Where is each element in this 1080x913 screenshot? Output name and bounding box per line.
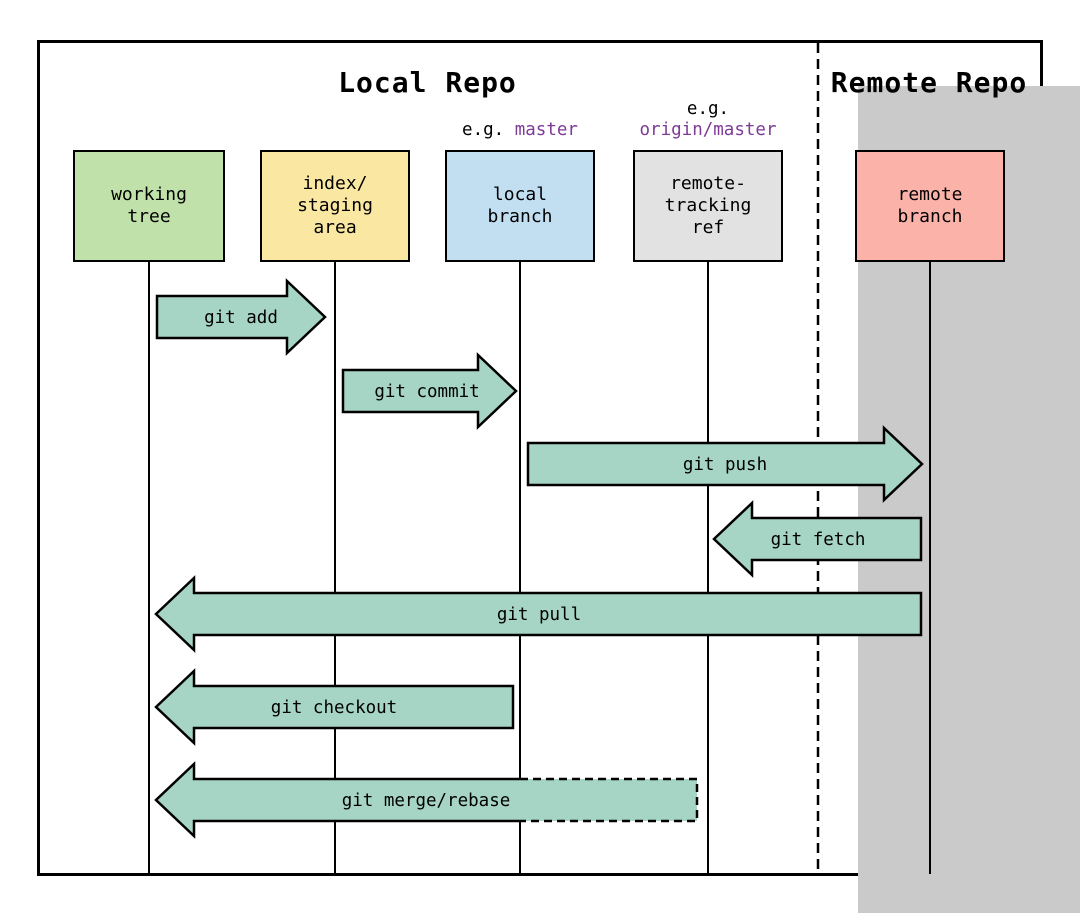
node-label-line: staging xyxy=(297,195,373,216)
node-label-line: branch xyxy=(487,206,553,227)
node-label-line: remote xyxy=(897,184,963,205)
remote-tracking-example-label: e.g. origin/master xyxy=(608,99,808,141)
node-remote-branch: remote branch xyxy=(855,150,1005,262)
arrow-git-push-shape xyxy=(526,425,924,503)
node-label-line: working xyxy=(111,184,187,205)
arrow-git-checkout-shape xyxy=(154,668,515,746)
arrow-git-add: git add xyxy=(155,278,327,356)
arrow-git-checkout-label: git checkout xyxy=(271,698,397,718)
arrow-git-commit: git commit xyxy=(341,352,518,430)
local-branch-example-label: e.g. master xyxy=(420,120,620,141)
arrow-git-fetch-label: git fetch xyxy=(771,530,866,550)
arrow-git-add-shape xyxy=(155,278,327,356)
arrow-git-fetch: git fetch xyxy=(712,500,923,578)
arrow-git-fetch-shape xyxy=(712,500,923,578)
arrow-git-add-label: git add xyxy=(204,308,278,328)
arrow-git-merge-rebase-label: git merge/rebase xyxy=(342,791,511,811)
example-prefix: e.g. xyxy=(686,99,730,119)
arrow-git-checkout: git checkout xyxy=(154,668,515,746)
node-label-line: index/ xyxy=(302,173,368,194)
example-ref-name: origin/master xyxy=(639,120,777,140)
node-remote-tracking-ref: remote- tracking ref xyxy=(633,150,783,262)
arrow-git-pull: git pull xyxy=(154,575,923,653)
node-label-line: tree xyxy=(127,206,171,227)
node-working-tree: working tree xyxy=(73,150,225,262)
arrow-git-merge-rebase-solid-outline xyxy=(154,761,520,839)
node-label-line: area xyxy=(313,217,357,238)
arrow-git-push: git push xyxy=(526,425,924,503)
node-label-line: remote- xyxy=(670,173,746,194)
arrow-git-pull-shape xyxy=(154,575,923,653)
remote-repo-title: Remote Repo xyxy=(830,66,1028,99)
node-label-line: tracking xyxy=(664,195,752,216)
arrow-git-commit-shape xyxy=(341,352,518,430)
arrow-git-merge-rebase: git merge/rebase xyxy=(154,761,699,839)
arrow-git-pull-label: git pull xyxy=(497,605,581,625)
arrow-git-merge-rebase-fill xyxy=(156,764,697,836)
node-local-branch: local branch xyxy=(445,150,595,262)
arrow-git-commit-label: git commit xyxy=(374,382,479,402)
node-label-line: ref xyxy=(691,217,725,238)
node-index-staging-area: index/ staging area xyxy=(260,150,410,262)
node-label-line: local xyxy=(492,184,548,205)
example-branch-name: master xyxy=(514,120,578,140)
example-prefix: e.g. xyxy=(462,120,515,140)
arrow-git-merge-rebase-dashed-outline xyxy=(520,777,699,823)
arrow-git-push-label: git push xyxy=(683,455,767,475)
local-repo-title: Local Repo xyxy=(338,66,517,99)
node-label-line: branch xyxy=(897,206,963,227)
